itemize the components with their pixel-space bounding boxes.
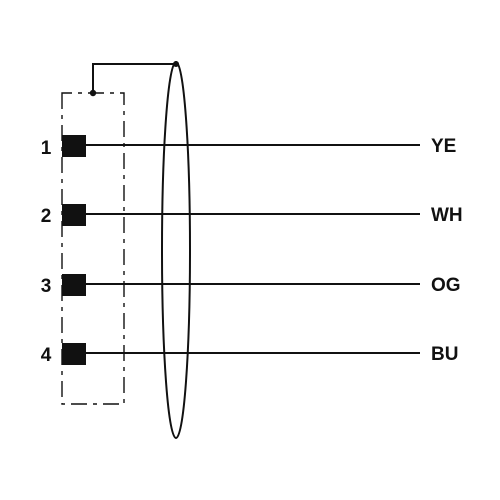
- pin-row-4: 4 BU: [41, 343, 458, 366]
- pin-row-1: 1 YE: [41, 135, 456, 159]
- pin-number-label: 3: [41, 276, 52, 297]
- pin-row-2: 2 WH: [41, 204, 463, 227]
- pin-number-label: 4: [41, 345, 52, 366]
- pin-contact: [62, 274, 86, 296]
- wire-color-label: YE: [431, 136, 456, 157]
- pin-contact: [62, 135, 86, 157]
- connector-housing-outline: [61, 92, 125, 405]
- pin-row-3: 3 OG: [41, 274, 461, 297]
- shield-drain-wire: [92, 63, 176, 93]
- cable-shield-ellipse: [161, 61, 191, 439]
- pin-number-label: 1: [41, 138, 52, 159]
- drain-connection-dot: [89, 89, 97, 97]
- wire-color-label: WH: [431, 205, 463, 226]
- pin-contact: [62, 343, 86, 365]
- wire-color-label: BU: [431, 344, 458, 365]
- pin-number-label: 2: [41, 206, 52, 227]
- pin-contact: [62, 204, 86, 226]
- wire-color-label: OG: [431, 275, 461, 296]
